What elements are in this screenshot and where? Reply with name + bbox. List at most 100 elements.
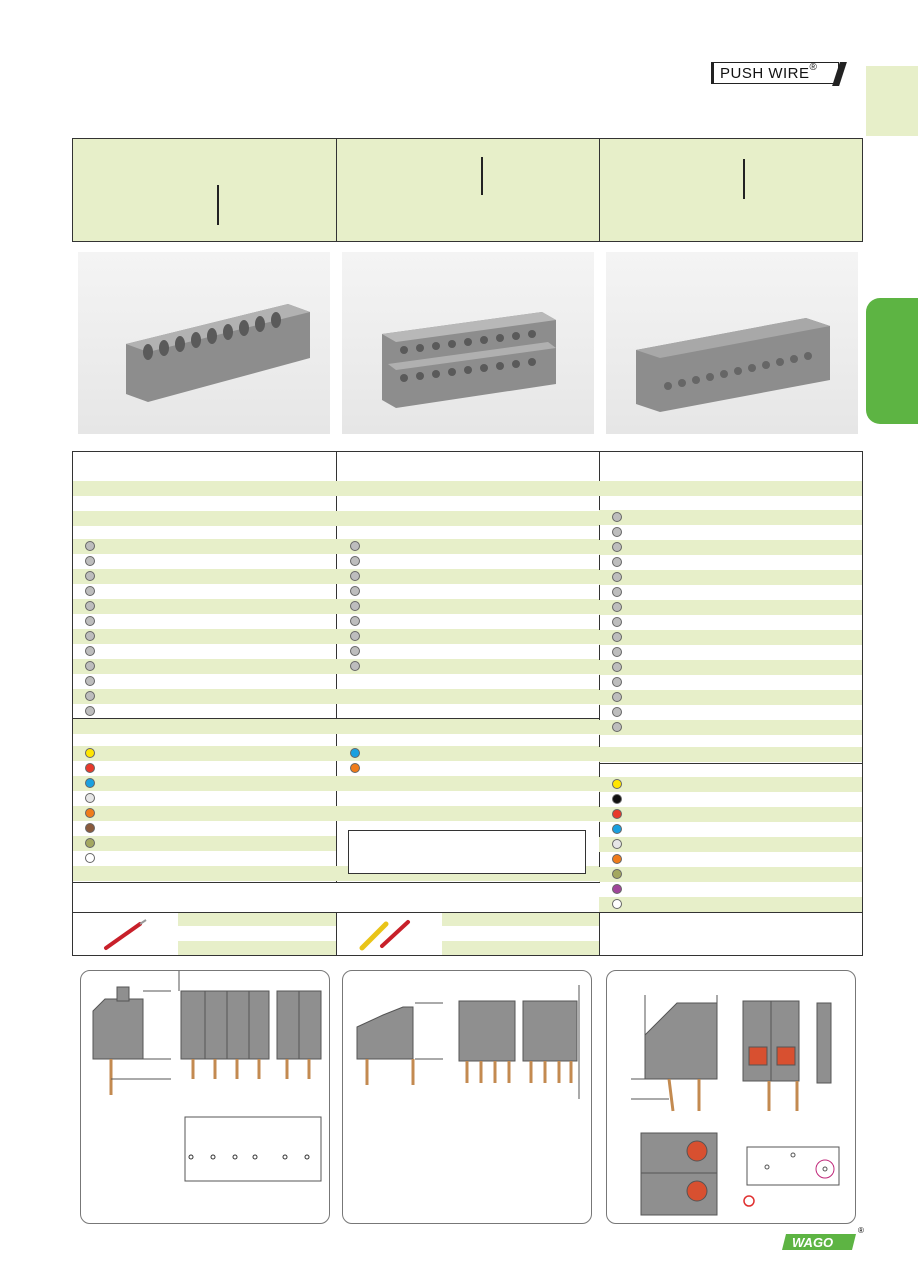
gray-dot-icon <box>612 692 622 702</box>
gray-dot-icon <box>85 661 95 671</box>
gray-dot-icon <box>612 512 622 522</box>
side-tab-active[interactable] <box>866 298 918 424</box>
note-box <box>348 830 586 874</box>
product-photo-3 <box>606 252 858 434</box>
gray-dot-icon <box>350 646 360 656</box>
accessory-row <box>442 941 599 955</box>
table-edge <box>862 882 863 956</box>
white-dot-icon <box>612 899 622 909</box>
yellow-dot-icon <box>85 748 95 758</box>
gray-dot-icon <box>612 617 622 627</box>
gray-dot-icon <box>350 556 360 566</box>
gray-dot-icon <box>612 722 622 732</box>
table-column-3 <box>599 481 863 912</box>
gray-dot-icon <box>85 676 95 686</box>
olive-dot-icon <box>85 838 95 848</box>
svg-text:WAGO: WAGO <box>792 1235 833 1250</box>
gray-dot-icon <box>350 661 360 671</box>
purple-dot-icon <box>612 884 622 894</box>
table-divider <box>72 882 600 883</box>
header-box-3 <box>599 138 863 242</box>
gray-dot-icon <box>85 586 95 596</box>
yellow-red-test-plugs-icon <box>359 920 410 951</box>
dimension-drawing-1 <box>92 971 322 1182</box>
divider-line <box>743 159 745 199</box>
table-header-2 <box>336 451 600 482</box>
gray-dot-icon <box>350 631 360 641</box>
registered-mark: ® <box>858 1226 864 1235</box>
table-bottom <box>72 955 863 956</box>
white-dot-icon <box>85 853 95 863</box>
black-dot-icon <box>612 794 622 804</box>
table-edge <box>72 882 73 956</box>
table-column-2 <box>336 481 600 883</box>
light-gray-dot-icon <box>612 839 622 849</box>
light-gray-dot-icon <box>85 793 95 803</box>
gray-dot-icon <box>612 527 622 537</box>
gray-dot-icon <box>85 541 95 551</box>
dimension-drawing-2 <box>356 985 580 1099</box>
gray-dot-icon <box>350 541 360 551</box>
gray-dot-icon <box>612 602 622 612</box>
push-wire-logo: PUSH WIRE® <box>711 62 839 84</box>
side-tab-top <box>866 66 918 136</box>
accessory-row <box>442 913 599 926</box>
table-edge <box>599 912 600 956</box>
red-circle-icon <box>743 1195 755 1207</box>
gray-dot-icon <box>350 616 360 626</box>
divider-line <box>217 185 219 225</box>
product-photo-1 <box>78 252 330 434</box>
olive-dot-icon <box>612 869 622 879</box>
gray-dot-icon <box>612 662 622 672</box>
yellow-dot-icon <box>612 779 622 789</box>
gray-dot-icon <box>350 586 360 596</box>
gray-dot-icon <box>350 601 360 611</box>
drawing-panel-2 <box>342 970 592 1224</box>
gray-dot-icon <box>612 587 622 597</box>
gray-dot-icon <box>85 706 95 716</box>
gray-dot-icon <box>85 601 95 611</box>
orange-dot-icon <box>612 854 622 864</box>
red-test-plug-icon <box>104 919 147 950</box>
gray-dot-icon <box>85 571 95 581</box>
blue-dot-icon <box>350 748 360 758</box>
gray-dot-icon <box>612 677 622 687</box>
drawing-panel-1 <box>80 970 330 1224</box>
drawing-panel-3 <box>606 970 856 1224</box>
header-box-2 <box>336 138 600 242</box>
horizontal-terminal-block-icon <box>636 318 830 412</box>
gray-dot-icon <box>85 646 95 656</box>
blue-dot-icon <box>85 778 95 788</box>
header-box-1 <box>72 138 337 242</box>
accessory-row <box>178 941 336 955</box>
table-divider <box>72 912 863 913</box>
gray-dot-icon <box>612 557 622 567</box>
terminal-block-icon <box>126 304 310 402</box>
dimension-drawing-3 <box>631 995 840 1216</box>
gray-dot-icon <box>612 707 622 717</box>
table-column-1 <box>72 481 337 883</box>
red-dot-icon <box>85 763 95 773</box>
red-dot-icon <box>612 809 622 819</box>
accessory-row <box>178 913 336 926</box>
brown-dot-icon <box>85 823 95 833</box>
divider-line <box>481 157 483 195</box>
orange-dot-icon <box>350 763 360 773</box>
gray-dot-icon <box>612 572 622 582</box>
gray-dot-icon <box>350 571 360 581</box>
table-header-3 <box>599 451 863 482</box>
gray-dot-icon <box>85 556 95 566</box>
product-photo-2 <box>342 252 594 434</box>
gray-dot-icon <box>612 632 622 642</box>
orange-dot-icon <box>85 808 95 818</box>
table-edge <box>336 912 337 956</box>
blue-dot-icon <box>612 824 622 834</box>
double-terminal-block-icon <box>382 312 556 408</box>
wago-logo: WAGO <box>782 1232 862 1252</box>
gray-dot-icon <box>612 542 622 552</box>
gray-dot-icon <box>612 647 622 657</box>
gray-dot-icon <box>85 631 95 641</box>
gray-dot-icon <box>85 616 95 626</box>
table-header-1 <box>72 451 337 482</box>
gray-dot-icon <box>85 691 95 701</box>
